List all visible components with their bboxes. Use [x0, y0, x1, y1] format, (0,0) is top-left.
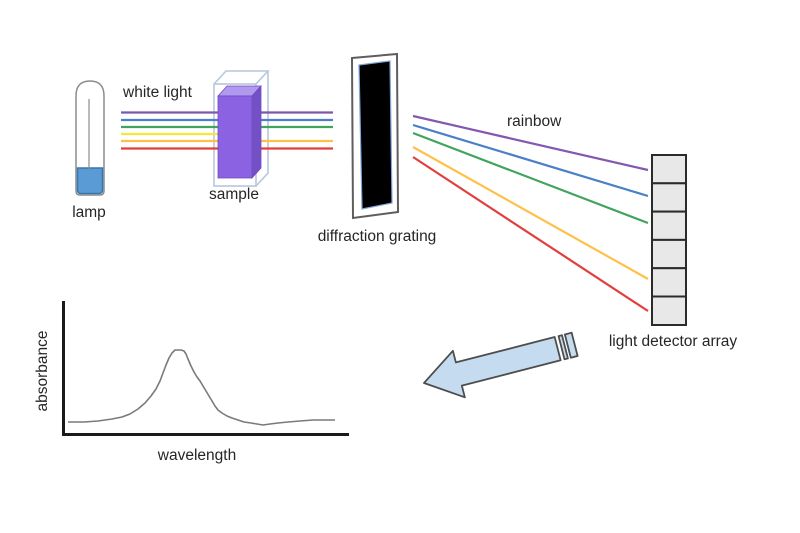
rainbow-ray-amber — [412, 146, 649, 280]
sample-label: sample — [209, 186, 259, 203]
lamp-icon — [75, 80, 105, 196]
light-detector-array-label: light detector array — [608, 333, 738, 350]
cuvette-top-face — [213, 70, 270, 85]
graph-ylabel: absorbance — [34, 330, 52, 412]
arrow-stripe-thin — [557, 334, 569, 361]
rainbow-ray-green — [412, 131, 649, 225]
rainbow-rays — [412, 114, 649, 312]
detector-cell — [651, 295, 687, 326]
lamp-tube — [75, 80, 105, 196]
rainbow-ray-red — [412, 156, 649, 312]
sample-side-face — [251, 84, 262, 180]
arrow-body — [423, 336, 562, 399]
sample-front-face — [217, 95, 253, 179]
detector-cell — [651, 238, 687, 270]
lamp-liquid — [76, 167, 104, 195]
rainbow-ray-purple — [412, 114, 649, 172]
detector-cell — [651, 267, 687, 298]
diffraction-grating-icon — [350, 52, 400, 220]
sample-solution — [217, 84, 262, 180]
graph-xlabel: wavelength — [157, 447, 237, 464]
rainbow-label: rainbow — [507, 113, 562, 130]
result-arrow-icon — [423, 331, 579, 399]
grating-slit — [358, 60, 393, 210]
diffraction-grating-label: diffraction grating — [317, 228, 437, 245]
white-light-label: white light — [123, 84, 192, 101]
absorbance-curve — [68, 349, 335, 426]
light-detector-array-icon — [651, 154, 687, 326]
cuvette-side-face — [255, 71, 269, 187]
lamp-label: lamp — [72, 204, 106, 221]
detector-cell — [651, 182, 687, 213]
absorbance-graph — [62, 301, 349, 436]
arrow-stripe-thick — [563, 331, 579, 359]
rainbow-ray-blue — [412, 123, 649, 198]
detector-cell — [651, 210, 687, 241]
detector-cell — [651, 154, 687, 185]
